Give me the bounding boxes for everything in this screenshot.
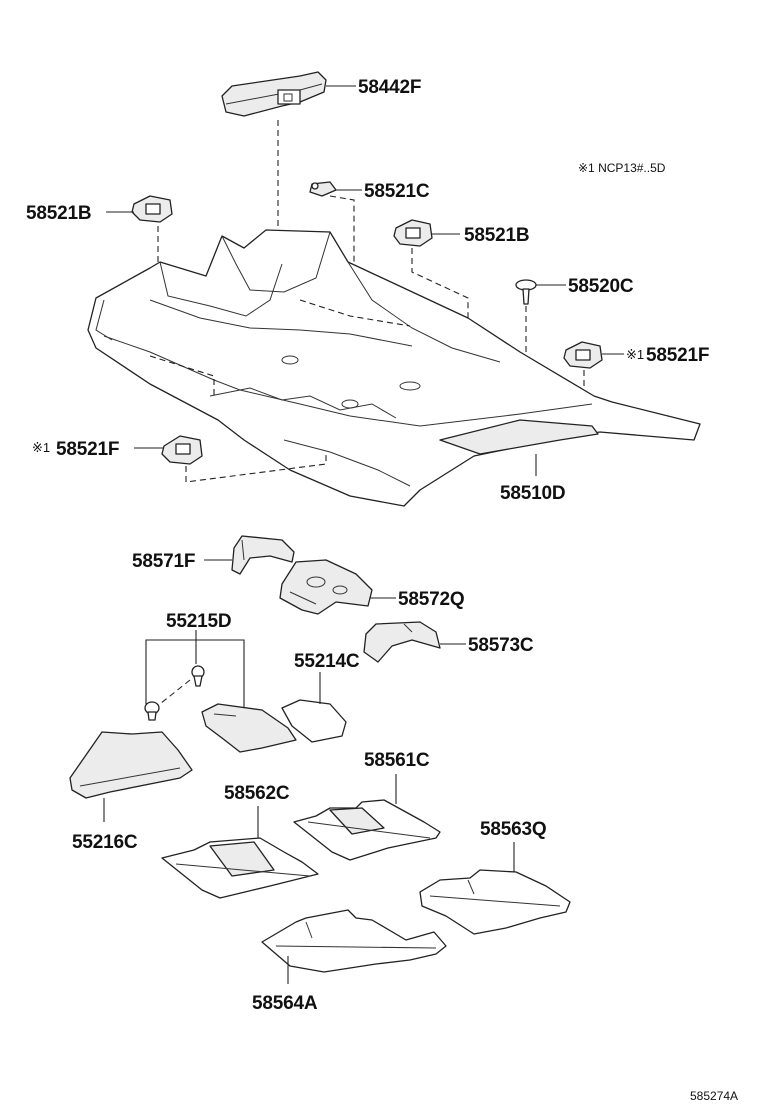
diagram-reference: 585274A	[690, 1089, 738, 1103]
leader-55215D-b	[196, 639, 245, 712]
dashed-guide-floor-2	[299, 299, 411, 327]
label-58520C[interactable]: 58520C	[568, 276, 634, 297]
part-58521C[interactable]	[309, 181, 337, 197]
variant-mark-left: ※1	[32, 440, 50, 455]
part-58442F[interactable]	[221, 71, 327, 117]
part-58521B-left[interactable]	[131, 195, 173, 223]
label-58521F-left[interactable]: 58521F	[56, 439, 119, 460]
variant-note: ※1 NCP13#..5D	[578, 161, 666, 175]
part-58562C[interactable]	[161, 837, 319, 899]
label-55214C[interactable]: 55214C	[294, 651, 360, 672]
part-58572Q[interactable]	[279, 559, 373, 615]
variant-mark-right: ※1	[626, 347, 644, 362]
label-58572Q[interactable]: 58572Q	[398, 589, 465, 610]
part-58571F[interactable]	[231, 535, 295, 575]
part-58510D-floor-carpet[interactable]	[87, 229, 701, 507]
dashed-guide-58521F-left	[185, 452, 327, 483]
dashed-guide-55215D	[159, 679, 191, 705]
dashed-guide-58521C	[329, 195, 355, 290]
dashed-guide-58521B-right	[411, 248, 469, 334]
label-55216C[interactable]: 55216C	[72, 832, 138, 853]
part-58521F-right[interactable]	[563, 341, 603, 369]
part-58573C[interactable]	[363, 621, 441, 663]
leader-55215D-a	[145, 630, 197, 704]
dashed-guide-floor-1	[149, 355, 215, 396]
label-58521B-right[interactable]: 58521B	[464, 225, 530, 246]
part-58563Q[interactable]	[419, 869, 571, 935]
part-55216C[interactable]	[69, 731, 193, 799]
label-58561C[interactable]: 58561C	[364, 750, 430, 771]
label-58521B-left[interactable]: 58521B	[26, 203, 92, 224]
label-58442F[interactable]: 58442F	[358, 77, 421, 98]
label-58562C[interactable]: 58562C	[224, 783, 290, 804]
label-58510D[interactable]: 58510D	[500, 483, 566, 504]
label-58521C[interactable]: 58521C	[364, 181, 430, 202]
part-58520C[interactable]	[515, 279, 537, 305]
part-55215D-fasteners[interactable]	[144, 665, 205, 721]
part-58564A[interactable]	[261, 909, 447, 973]
label-58573C[interactable]: 58573C	[468, 635, 534, 656]
part-55214C[interactable]	[201, 699, 347, 753]
part-58521F-left[interactable]	[161, 435, 203, 465]
label-55215D[interactable]: 55215D	[166, 611, 232, 632]
label-58564A[interactable]: 58564A	[252, 993, 318, 1014]
label-58563Q[interactable]: 58563Q	[480, 819, 547, 840]
label-58521F-right[interactable]: 58521F	[646, 345, 709, 366]
part-58521B-right[interactable]	[393, 219, 433, 247]
part-58561C[interactable]	[293, 799, 441, 861]
label-58571F[interactable]: 58571F	[132, 551, 195, 572]
